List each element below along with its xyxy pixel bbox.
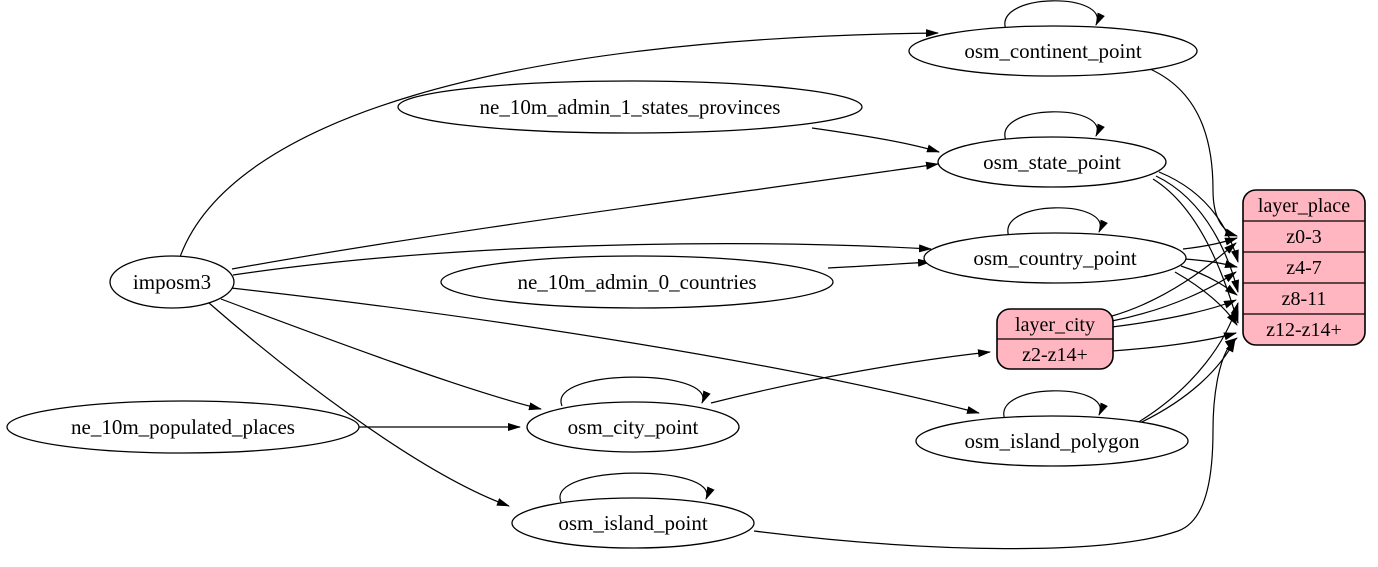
- selfloop-osm_continent_point: [1004, 0, 1105, 31]
- edge-osm_country_point-layer_place-z0-3: [1182, 237, 1238, 250]
- node-osm_state_point: osm_state_point: [937, 136, 1167, 188]
- node-ne_10m_admin_1_states_provinces: ne_10m_admin_1_states_provinces: [397, 80, 863, 134]
- edge-imposm3-osm_island_point: [208, 302, 510, 507]
- node-osm_state_point-label: osm_state_point: [983, 150, 1121, 174]
- record-layer_place-row-z0-3: z0-3: [1286, 226, 1322, 248]
- node-osm_continent_point-label: osm_continent_point: [964, 39, 1141, 63]
- node-ne_10m_admin_0_countries-label: ne_10m_admin_0_countries: [517, 270, 756, 294]
- edge-osm_city_point-layer_city: [710, 349, 991, 404]
- node-osm_island_polygon-label: osm_island_polygon: [964, 429, 1140, 453]
- edge-osm_island_polygon-layer_place-z12-z14: [1128, 339, 1236, 429]
- selfloop-osm_state_point: [1004, 111, 1105, 142]
- edges: [179, 0, 1239, 550]
- node-ne_10m_admin_1_states_provinces-shape: [397, 80, 863, 134]
- edge-layer_city-layer_place-z0-3: [1111, 242, 1237, 317]
- record-layer_city-row-z2-z14: z2-z14+: [1022, 344, 1088, 366]
- edge-imposm3-osm_country_point: [232, 243, 932, 276]
- edge-osm_state_point-layer_place-z8-11: [1155, 175, 1239, 293]
- node-osm_island_point: osm_island_point: [511, 497, 755, 549]
- record-layer_city: layer_city z2-z14+: [996, 308, 1114, 370]
- edge-ne_10m_admin_0_countries-osm_country_point: [827, 258, 931, 269]
- record-layer_place-row-z4-7: z4-7: [1286, 257, 1322, 279]
- selfloop-osm_city_point: [560, 376, 711, 407]
- edge-layer_city-layer_place-z8-11: [1111, 299, 1237, 328]
- node-imposm3: imposm3: [109, 255, 235, 309]
- record-layer_place-row-z8-11: z8-11: [1282, 288, 1327, 310]
- node-ne_10m_populated_places: ne_10m_populated_places: [6, 400, 360, 454]
- node-osm_city_point-shape: [526, 401, 740, 453]
- node-imposm3-label: imposm3: [133, 270, 211, 294]
- edge-osm_island_polygon-layer_place-z8-11: [1136, 302, 1239, 424]
- edge-imposm3-osm_island_polygon: [230, 287, 980, 414]
- selfloop-osm_island_point: [559, 472, 715, 503]
- edge-osm_country_point-layer_place-z12-z14: [1174, 271, 1238, 326]
- node-osm_island_polygon-shape: [915, 415, 1189, 467]
- edge-osm_continent_point-layer_place-z0-3: [1149, 68, 1238, 237]
- node-osm_state_point-shape: [937, 136, 1167, 188]
- node-osm_island_point-label: osm_island_point: [558, 511, 708, 535]
- node-osm_country_point-shape: [923, 232, 1187, 284]
- node-ne_10m_populated_places-label: ne_10m_populated_places: [71, 415, 295, 439]
- edge-imposm3-osm_city_point: [220, 298, 542, 411]
- record-layer_place-row-z12-z14: z12-z14+: [1266, 319, 1342, 341]
- edge-layer_city-layer_place-z12-z14: [1111, 332, 1237, 352]
- node-osm_island_polygon: osm_island_polygon: [915, 415, 1189, 467]
- node-ne_10m_admin_0_countries-shape: [440, 255, 834, 309]
- node-imposm3-shape: [109, 255, 235, 309]
- node-osm_city_point: osm_city_point: [526, 401, 740, 453]
- edge-ne_10m_admin_1_states_provinces-osm_state_point: [811, 127, 940, 153]
- node-osm_island_point-shape: [511, 497, 755, 549]
- edge-osm_island_point-layer_place-z12-z14: [753, 337, 1238, 550]
- node-ne_10m_admin_0_countries: ne_10m_admin_0_countries: [440, 255, 834, 309]
- record-layer_place: layer_place z0-3 z4-7 z8-11 z12-z14+: [1242, 189, 1366, 346]
- record-layer_place-title: layer_place: [1258, 195, 1350, 217]
- record-layer_place-box: [1242, 189, 1366, 346]
- selfloop-osm_island_polygon: [1003, 390, 1108, 421]
- record-layer_city-title: layer_city: [1015, 314, 1095, 336]
- edge-imposm3-osm_continent_point: [179, 29, 939, 258]
- node-ne_10m_admin_1_states_provinces-label: ne_10m_admin_1_states_provinces: [480, 95, 781, 119]
- selfloop-osm_country_point: [1007, 207, 1108, 238]
- edge-layer_city-layer_place-z4-7: [1111, 271, 1237, 322]
- node-ne_10m_populated_places-shape: [6, 400, 360, 454]
- node-osm_continent_point: osm_continent_point: [908, 25, 1198, 77]
- node-osm_continent_point-shape: [908, 25, 1198, 77]
- node-osm_country_point: osm_country_point: [923, 232, 1187, 284]
- node-osm_city_point-label: osm_city_point: [568, 415, 699, 439]
- node-osm_country_point-label: osm_country_point: [973, 246, 1136, 270]
- edge-imposm3-osm_state_point: [231, 161, 939, 270]
